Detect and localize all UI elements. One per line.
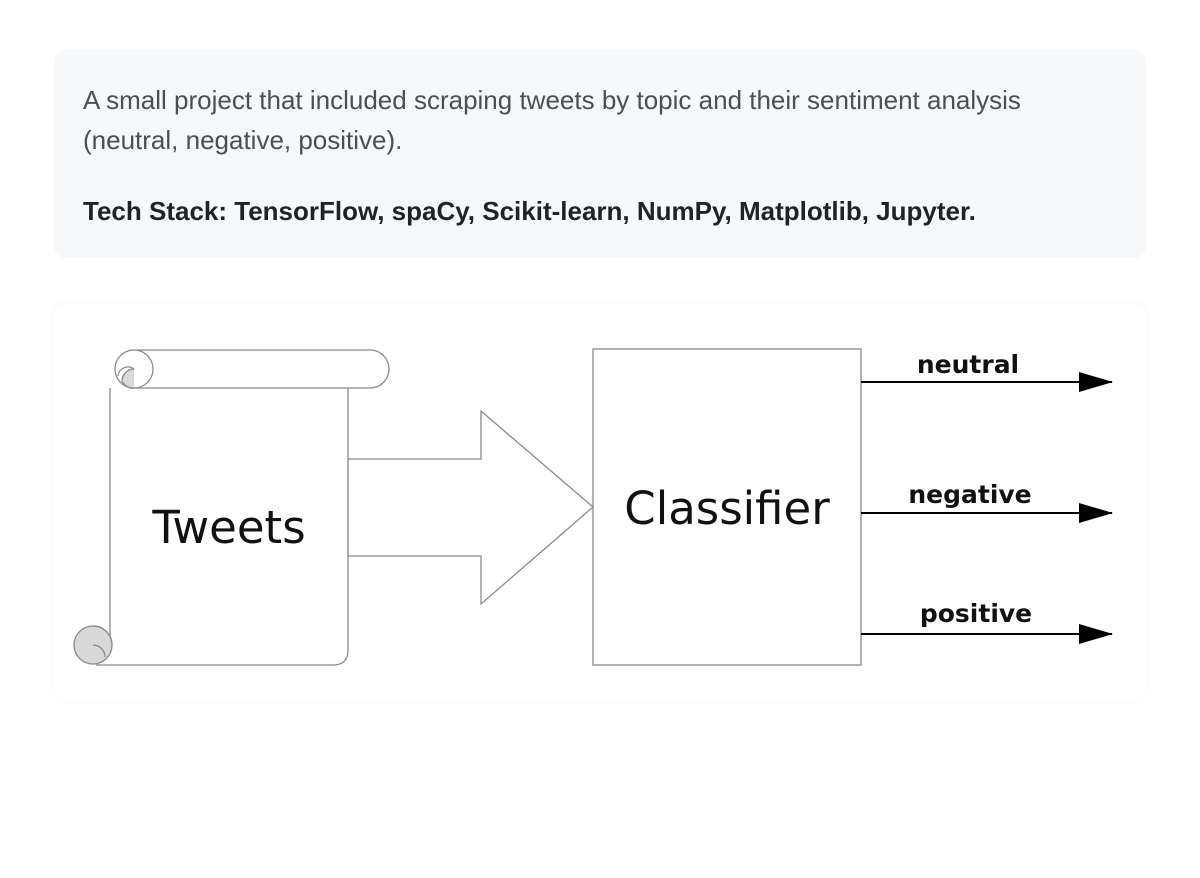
- project-description-card: A small project that included scraping t…: [54, 50, 1146, 258]
- diagram-card: [54, 304, 1146, 700]
- tech-stack: Tech Stack: TensorFlow, spaCy, Scikit-le…: [83, 196, 976, 226]
- project-description: A small project that included scraping t…: [83, 85, 1021, 155]
